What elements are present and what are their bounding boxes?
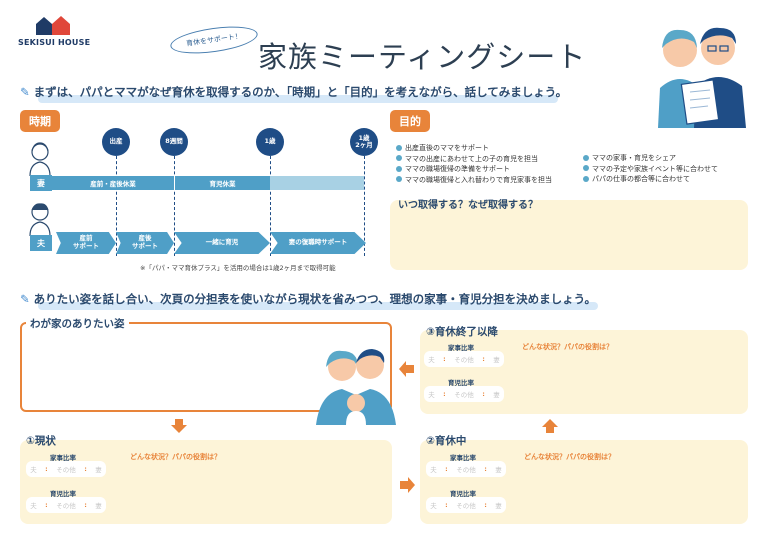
mom-figure-icon [29,142,51,176]
childcare-ratio-field[interactable]: 夫:その他:妻 [426,497,506,513]
milestone-8weeks: 8週間 [160,128,188,156]
stage-current-title: ①現状 [26,435,56,447]
timeline-divider [364,156,365,256]
stage-during-leave-title: ②育休中 [426,435,467,447]
housework-ratio-field[interactable]: 夫:その他:妻 [26,461,106,477]
situation-question: どんな状況？パパの役割は？ [130,453,221,461]
milestone-1year2months: 1歳 2ヶ月 [350,128,378,156]
tab-timing: 時期 [20,110,60,132]
bullet-icon [583,154,589,161]
family-illustration-icon [316,349,396,425]
situation-question: どんな状況？パパの役割は？ [522,343,613,351]
brand-name: SEKISUI HOUSE [18,38,91,47]
housework-ratio-field[interactable]: 夫:その他:妻 [424,351,504,367]
list-item: ママの職場復帰と入れ替わりで育児家事を担当 [396,175,552,186]
mom-childcare-leave-extension [270,176,364,190]
housework-ratio-field[interactable]: 夫:その他:妻 [426,461,506,477]
childcare-ratio-field[interactable]: 夫:その他:妻 [424,386,504,402]
purpose-list-left: 出産直後のママをサポート ママの出産にあわせて上の子の育児を担当 ママの職場復帰… [396,143,552,185]
timing-note: ※「パパ・ママ育休プラス」を活用の場合は1歳2ヶ月まで取得可能 [140,264,336,272]
arrow-up-icon [542,419,558,433]
timeline-divider [174,156,175,256]
housework-ratio-label: 家事比率 [50,454,76,462]
list-item: ママの予定や家族イベント等に合わせて [583,164,718,175]
section2-prompt-text: ありたい姿を話し合い、次頁の分担表を使いながら現状を省みつつ、理想の家事・育児分… [33,292,596,306]
purpose-question: いつ取得する？なぜ取得する？ [398,200,538,211]
arrow-left-icon [399,361,414,377]
purpose-list-right: ママの家事・育児をシェア ママの予定や家族イベント等に合わせて パパの仕事の都合… [583,153,718,185]
bullet-icon [583,165,589,171]
dad-postnatal-support-bar: 産後 サポート [116,232,174,254]
childcare-ratio-label: 育児比率 [450,490,476,498]
bullet-icon [396,155,402,161]
pencil-icon: ✎ [20,85,30,99]
milestone-birth: 出産 [102,128,130,156]
couple-illustration-icon [658,27,746,128]
milestone-1year: 1歳 [256,128,284,156]
section1-prompt-text: まずは、パパとママがなぜ育休を取得するのか、「時期」と「目的」を考えながら、話し… [33,85,568,99]
dad-prenatal-support-bar: 産前 サポート [56,232,116,254]
list-item: ママの出産にあわせて上の子の育児を担当 [396,154,552,165]
section1-prompt: ✎まずは、パパとママがなぜ育休を取得するのか、「時期」と「目的」を考えながら、話… [20,84,567,100]
list-item: ママの職場復帰の準備をサポート [396,164,552,175]
tab-purpose: 目的 [390,110,430,132]
childcare-ratio-label: 育児比率 [448,379,474,387]
mom-maternity-leave-bar: 産前・産後休業 [52,176,174,190]
bullet-icon [396,176,402,182]
arrow-down-icon [171,419,187,433]
stage-after-leave-title: ③育休終了以降 [426,326,498,338]
childcare-ratio-label: 育児比率 [50,490,76,498]
housework-ratio-label: 家事比率 [450,454,476,462]
arrow-right-icon [400,477,415,493]
ideal-vision-title: わが家のありたい姿 [26,316,129,331]
page-title: 家族ミーティングシート [258,40,587,74]
housework-ratio-label: 家事比率 [448,344,474,352]
dad-figure-icon [29,203,51,236]
dad-label: 夫 [30,235,52,251]
timeline-divider [116,156,117,256]
childcare-ratio-field[interactable]: 夫:その他:妻 [26,497,106,513]
pencil-icon: ✎ [20,292,30,306]
dad-return-support-bar: 妻の復職時サポート [270,232,366,254]
list-item: ママの家事・育児をシェア [583,153,718,164]
list-item: パパの仕事の都合等に合わせて [583,174,718,185]
sekisui-logo-icon [36,16,70,35]
purpose-answer-box[interactable]: いつ取得する？なぜ取得する？ [390,200,748,270]
dad-joint-childcare-bar: 一緒に育児 [174,232,270,254]
mom-childcare-leave-bar: 育児休業 [174,176,270,190]
situation-question: どんな状況？パパの役割は？ [524,453,615,461]
bullet-icon [583,175,589,182]
list-item: 出産直後のママをサポート [396,143,552,154]
bullet-icon [396,165,402,172]
timeline-divider [270,156,271,256]
header-badge: 育休をサポート！ [168,21,260,59]
mom-label: 妻 [30,175,52,191]
section2-prompt: ✎ありたい姿を話し合い、次頁の分担表を使いながら現状を省みつつ、理想の家事・育児… [20,291,596,307]
bullet-icon [396,144,402,151]
